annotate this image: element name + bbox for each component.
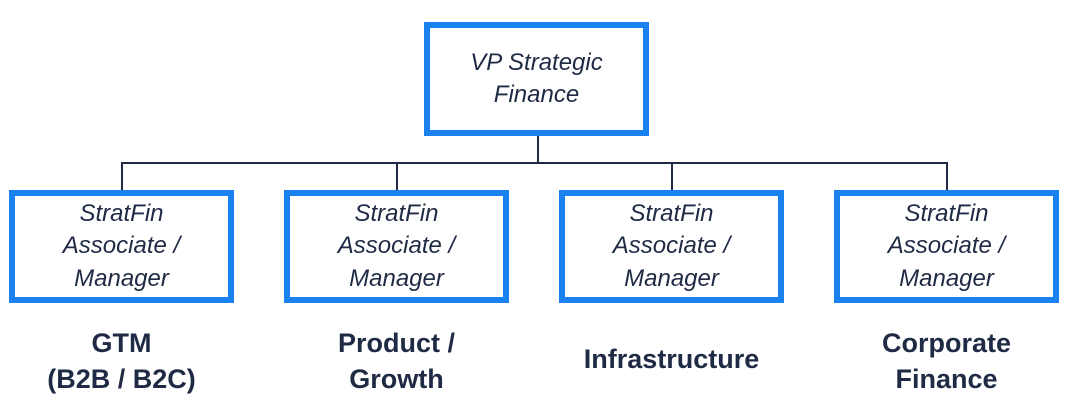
child-role-1-line-3: Manager bbox=[74, 264, 169, 292]
child-role-box-2: StratFin Associate / Manager bbox=[284, 190, 509, 303]
child-role-box-4: StratFin Associate / Manager bbox=[834, 190, 1059, 303]
child-role-4-line-1: StratFin bbox=[904, 199, 989, 227]
team-label-product-line-2: Growth bbox=[349, 363, 444, 394]
child-role-3-line-2: Associate / bbox=[612, 232, 731, 260]
team-label-infrastructure: Infrastructure bbox=[540, 342, 803, 378]
branch-line-2 bbox=[396, 162, 398, 192]
child-role-box-3: StratFin Associate / Manager bbox=[559, 190, 784, 303]
branch-line-4 bbox=[946, 162, 948, 192]
child-role-title-1: StratFin Associate / Manager bbox=[63, 198, 180, 295]
team-label-product-growth: Product / Growth bbox=[275, 326, 518, 397]
root-role-line-1: VP Strategic bbox=[470, 48, 603, 76]
root-role-box: VP Strategic Finance bbox=[424, 22, 649, 136]
child-role-title-2: StratFin Associate / Manager bbox=[338, 198, 455, 295]
child-role-title-3: StratFin Associate / Manager bbox=[613, 198, 730, 295]
root-stem-line bbox=[537, 134, 539, 163]
team-label-gtm-line-2: (B2B / B2C) bbox=[47, 363, 196, 394]
child-role-2-line-3: Manager bbox=[349, 264, 444, 292]
horizontal-connector-line bbox=[121, 162, 947, 164]
child-role-4-line-3: Manager bbox=[899, 264, 994, 292]
branch-line-3 bbox=[671, 162, 673, 192]
child-role-1-line-2: Associate / bbox=[62, 232, 181, 260]
root-role-line-2: Finance bbox=[493, 81, 580, 108]
team-label-corporate-finance: Corporate Finance bbox=[825, 326, 1068, 397]
team-label-gtm-line-1: GTM bbox=[91, 328, 152, 358]
child-role-2-line-2: Associate / bbox=[337, 232, 456, 260]
child-role-1-line-1: StratFin bbox=[79, 199, 164, 227]
team-label-infrastructure-line-1: Infrastructure bbox=[583, 344, 760, 374]
child-role-4-line-2: Associate / bbox=[887, 232, 1006, 260]
team-label-product-line-1: Product / bbox=[337, 328, 455, 358]
team-label-corporate-line-1: Corporate bbox=[881, 328, 1011, 358]
child-role-title-4: StratFin Associate / Manager bbox=[888, 198, 1005, 295]
team-label-gtm: GTM (B2B / B2C) bbox=[0, 326, 243, 397]
team-label-corporate-line-2: Finance bbox=[895, 363, 998, 394]
child-role-box-1: StratFin Associate / Manager bbox=[9, 190, 234, 303]
child-role-3-line-3: Manager bbox=[624, 264, 719, 292]
child-role-2-line-1: StratFin bbox=[354, 199, 439, 227]
child-role-3-line-1: StratFin bbox=[629, 199, 714, 227]
branch-line-1 bbox=[121, 162, 123, 192]
root-role-title: VP Strategic Finance bbox=[470, 47, 603, 112]
